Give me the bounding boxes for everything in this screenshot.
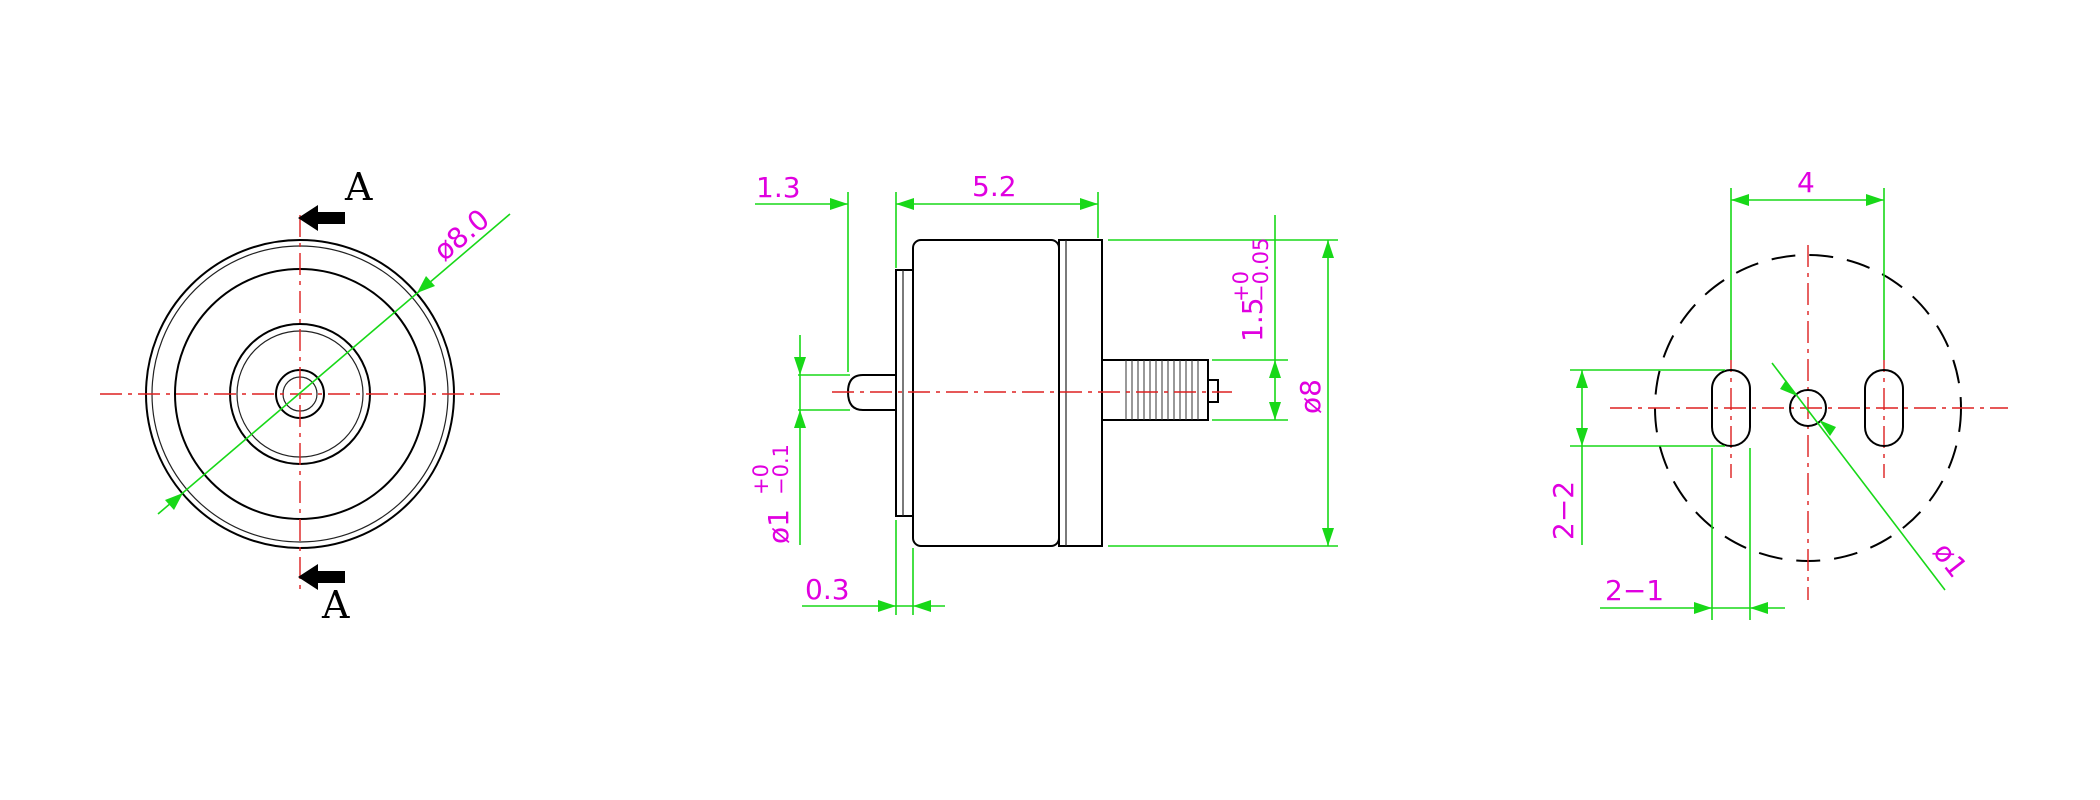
dim-diam-arrow-bottom [1322, 528, 1334, 546]
dim-pin-length: 1.3 [756, 171, 801, 204]
dim-2-1-arrow-left [1694, 602, 1712, 614]
section-arrow-bottom [298, 564, 345, 590]
shaft-tip [1207, 379, 1219, 403]
dim-slot-width: 2−1 [1605, 574, 1664, 607]
dim-shaft-height: 1.5 [1236, 297, 1269, 342]
front-flange [895, 269, 914, 517]
dim-body-length: 5.2 [972, 170, 1017, 203]
dim-shaft-arrow-bottom [1269, 402, 1281, 420]
dim-4-arrow-left [1731, 194, 1749, 206]
shaft-thread-lines [1125, 360, 1199, 420]
dim-0-3-arrow-right [913, 600, 931, 612]
dim-shaft-tol-lower: −0.05 [1249, 238, 1273, 302]
front-view: A A ø8.0 [100, 165, 511, 627]
left-slot [1711, 369, 1751, 447]
side-view: 1.3 5.2 ø8 1.5 +0 −0.05 ø1 +0 −0.1 [749, 170, 1338, 615]
dim-5-2-arrow-right [1080, 198, 1098, 210]
dim-2-1-arrow-right [1750, 602, 1768, 614]
dim-0-3-arrow-left [878, 600, 896, 612]
diameter-leader-line [157, 213, 511, 515]
diameter-arrow-lower [165, 493, 183, 510]
section-label-bottom: A [321, 583, 350, 627]
dim-4-arrow-right [1866, 194, 1884, 206]
right-slot [1864, 369, 1904, 447]
front-diameter-label: ø8.0 [427, 202, 495, 267]
diameter-arrow-upper [417, 276, 435, 293]
dim-hole-diameter: ø1 [1926, 536, 1974, 584]
dim-pin-tol-upper: +0 [749, 464, 773, 495]
dim-shaft-tol-upper: +0 [1229, 271, 1253, 302]
dim-1-3-arrow [830, 198, 848, 210]
dim-5-2-arrow-left [896, 198, 914, 210]
dim-pin-arrow-bottom [794, 410, 806, 428]
motor-body [912, 239, 1060, 547]
dim-body-diameter: ø8 [1294, 379, 1327, 414]
pin-layout-view: 4 2−2 2−1 ø1 [1547, 166, 2008, 620]
dim-pin-spacing: 4 [1797, 166, 1815, 199]
section-arrow-top [298, 205, 345, 231]
center-hole [1789, 389, 1827, 427]
dim-shaft-arrow-top [1269, 360, 1281, 378]
dim-2-2-arrow-top [1576, 370, 1588, 388]
dim-hole-arrow-upper [1780, 380, 1797, 396]
dim-diam-arrow-top [1322, 240, 1334, 258]
dim-2-2-arrow-bottom [1576, 428, 1588, 446]
dim-slot-height: 2−2 [1547, 481, 1580, 540]
dim-pin-arrow-top [794, 357, 806, 375]
dim-pin-tol-lower: −0.1 [769, 444, 793, 495]
dim-hole-leader [1771, 362, 1946, 591]
dim-flange: 0.3 [805, 573, 850, 606]
dim-hole-arrow-lower [1819, 420, 1836, 436]
dim-pin-diameter: ø1 [762, 509, 795, 544]
section-label-top: A [344, 165, 373, 209]
